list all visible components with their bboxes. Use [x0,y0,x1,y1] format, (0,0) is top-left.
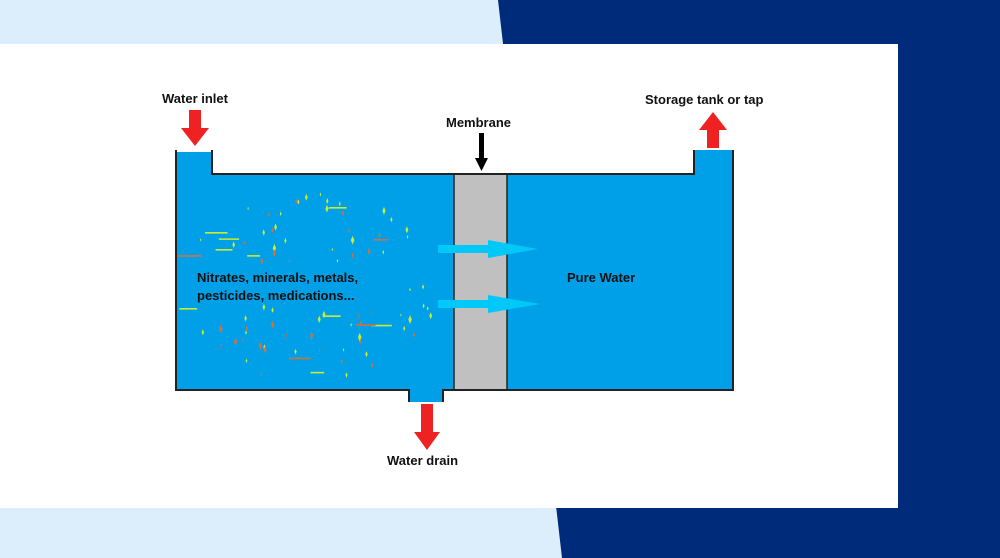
particle [365,351,368,358]
particle [345,372,348,378]
particle [378,232,381,238]
particle [338,201,341,207]
particle [351,252,354,259]
particle [350,323,352,327]
particle [288,258,291,263]
contaminants-label-line2: pesticides, medications... [197,288,355,303]
particle [242,337,244,343]
particle [271,320,275,329]
particle [272,249,276,258]
particle [295,198,298,204]
storage-label: Storage tank or tap [645,92,764,107]
particle [233,337,238,346]
particle [263,345,267,354]
particle [342,348,345,352]
particle [403,325,406,331]
particle [422,303,425,309]
membrane-label: Membrane [446,115,512,130]
particle [297,199,300,205]
particle [260,371,262,376]
particle [243,241,246,246]
particle [279,211,282,216]
particle [258,341,262,350]
membrane-barrier [453,173,508,391]
particle [331,247,334,252]
particle [271,227,274,234]
water-inlet-label: Water inlet [162,91,228,106]
particle [256,338,259,342]
particle [245,325,248,332]
particle [220,345,222,349]
particle [406,234,409,239]
contaminant-particles [177,192,433,378]
particle [350,235,355,245]
particle [336,258,339,263]
particle [200,238,202,242]
particle [284,237,287,244]
particle [274,223,278,231]
particle [390,216,393,223]
particle [319,192,322,197]
particle [371,362,374,368]
particle [429,312,433,320]
particle [260,257,264,265]
particle [317,315,321,324]
particle [325,204,329,213]
particle [219,324,223,334]
particle [326,198,329,204]
tank-outline [175,150,734,402]
particle [310,331,314,340]
particle [245,330,247,335]
particle [232,241,235,249]
particle [382,206,386,215]
particle [409,287,411,292]
particle [422,284,425,290]
particle [405,226,409,234]
particle [244,315,247,322]
particle [285,333,288,338]
particle [245,358,248,364]
contaminants-label-line1: Nitrates, minerals, metals, [197,270,359,285]
particle [426,306,429,311]
particle [247,206,249,211]
membrane-pointer-icon [475,133,488,171]
particle [262,229,265,236]
particle [201,329,205,336]
particle [370,310,372,314]
particle [318,348,321,353]
particle [400,313,402,317]
particle [358,313,360,319]
particle [304,193,308,201]
particle [267,212,270,218]
particle [412,331,416,338]
particle [367,247,371,256]
inlet-arrow-icon [181,110,209,146]
flow-arrow [438,295,540,313]
particle [272,243,277,253]
pure-water-label: Pure Water [567,270,636,285]
particle [382,249,385,255]
drain-arrow-icon [414,404,440,450]
particle [341,210,345,217]
water-drain-label: Water drain [387,453,459,468]
flow-arrow [438,240,538,258]
particle [340,358,343,365]
particle [348,228,351,233]
particle [271,307,274,313]
particle [408,315,412,324]
particle [359,320,362,326]
particle [357,332,362,342]
particle [262,303,266,311]
outlet-arrow-icon [699,112,727,148]
particle [294,348,297,355]
